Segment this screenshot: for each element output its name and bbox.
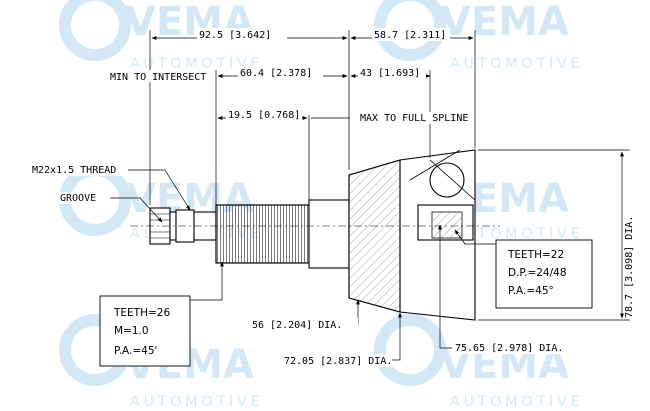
dim-outer-dia: 78.7 [3.098] DIA. <box>624 216 635 318</box>
spec-inner-teeth: TEETH=22 <box>507 249 564 261</box>
dim-min-to-intersect-label: MIN TO INTERSECT <box>110 72 206 83</box>
spec-inner-dp: D.P.=24/48 <box>508 267 567 279</box>
dim-spline-length: 19.5 [0.768] <box>228 110 300 121</box>
spec-box-inner: TEETH=22 D.P.=24/48 P.A.=45° <box>495 239 593 309</box>
outer-spline <box>215 204 310 264</box>
shoulder <box>308 199 350 269</box>
dimension-labels: 92.5 [3.642] 58.7 [2.311] MIN TO INTERSE… <box>30 28 635 367</box>
cv-joint-part <box>130 149 500 321</box>
dim-max-to-full-spline-value: 43 [1.693] <box>360 68 420 79</box>
dim-thread: M22x1.5 THREAD <box>32 165 116 176</box>
spec-inner-pa: P.A.=45° <box>508 285 554 297</box>
spec-outer-teeth: TEETH=26 <box>113 307 170 319</box>
watermark-tagline: AUTOMOTIVE <box>130 394 264 410</box>
dim-shoulder-dia: 56 [2.204] DIA. <box>252 320 342 331</box>
watermark-logo-bottom-right: VEMA AUTOMOTIVE <box>374 314 584 410</box>
watermark-tagline: AUTOMOTIVE <box>450 394 584 410</box>
dim-seal-dia: 72.05 [2.837] DIA. <box>284 356 392 367</box>
spec-box-outer: TEETH=26 M=1.0 P.A.=45' <box>99 295 191 367</box>
watermark-tagline: AUTOMOTIVE <box>130 56 264 72</box>
spec-outer-pa: P.A.=45' <box>114 345 157 357</box>
watermark-logo-top-right: VEMA AUTOMOTIVE <box>374 0 584 72</box>
dim-overall-outer: 92.5 [3.642] <box>199 30 271 41</box>
watermark-logo-top-left: VEMA AUTOMOTIVE <box>59 0 264 72</box>
watermark-tagline: AUTOMOTIVE <box>450 226 584 242</box>
dim-min-to-intersect: 60.4 [2.378] <box>240 68 312 79</box>
dim-overall-right: 58.7 [2.311] <box>374 30 446 41</box>
dim-inner-dia: 75.65 [2.978] DIA. <box>455 343 563 354</box>
spec-outer-m: M=1.0 <box>114 325 149 337</box>
dim-max-to-full-spline-label: MAX TO FULL SPLINE <box>360 113 468 124</box>
dim-groove: GROOVE <box>60 193 96 204</box>
ball <box>429 162 465 198</box>
watermark-tagline: AUTOMOTIVE <box>450 56 584 72</box>
